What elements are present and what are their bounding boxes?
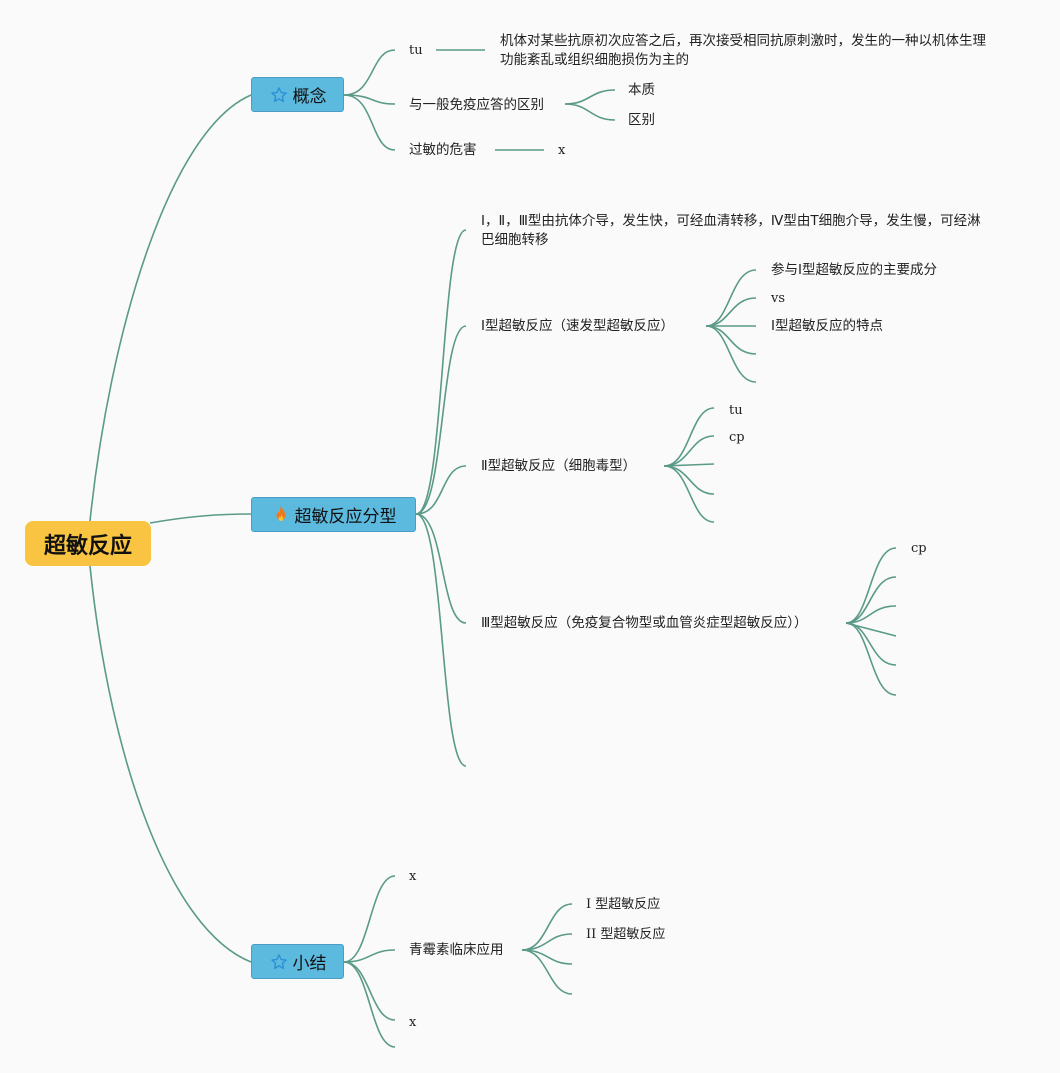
type1-label[interactable]: Ⅰ型超敏反应（速发型超敏反应）: [481, 318, 674, 334]
concept-difference[interactable]: 与一般免疫应答的区别: [409, 97, 544, 113]
summary-x1[interactable]: x: [409, 869, 417, 884]
type2-child-tu[interactable]: tu: [729, 403, 743, 418]
concept-definition[interactable]: 机体对某些抗原初次应答之后，再次接受相同抗原刺激时，发生的一种以机体生理功能紊乱…: [500, 33, 986, 68]
types-intro[interactable]: Ⅰ，Ⅱ，Ⅲ型由抗体介导，发生快，可经血清转移，Ⅳ型由T细胞介导，发生慢，可经淋巴…: [481, 213, 981, 248]
type2-child-cp[interactable]: cp: [729, 430, 745, 445]
penicillin-type2[interactable]: II 型超敏反应: [586, 927, 666, 942]
fire-icon: [271, 505, 291, 525]
diff-difference[interactable]: 区别: [628, 112, 655, 128]
harm-x[interactable]: x: [558, 143, 566, 158]
penicillin-type1[interactable]: I 型超敏反应: [586, 897, 661, 912]
type1-child-components[interactable]: 参与Ⅰ型超敏反应的主要成分: [771, 262, 937, 278]
type2-label[interactable]: Ⅱ型超敏反应（细胞毒型）: [481, 458, 637, 474]
topic-summary[interactable]: 小结: [251, 944, 344, 979]
root-label: 超敏反应: [43, 533, 132, 559]
summary-penicillin[interactable]: 青霉素临床应用: [409, 942, 504, 958]
star-icon: [269, 85, 289, 105]
topic-summary-label: 小结: [292, 954, 327, 974]
type1-child-vs[interactable]: vs: [771, 291, 786, 306]
summary-x2[interactable]: x: [409, 1015, 417, 1030]
topic-types[interactable]: 超敏反应分型: [251, 497, 416, 532]
topic-types-label: 超敏反应分型: [294, 507, 397, 527]
concept-tu[interactable]: tu: [409, 43, 423, 58]
concept-harm[interactable]: 过敏的危害: [409, 142, 477, 158]
root-topic[interactable]: 超敏反应: [25, 521, 151, 566]
topic-concept[interactable]: 概念: [251, 77, 344, 112]
type3-label[interactable]: Ⅲ型超敏反应（免疫复合物型或血管炎症型超敏反应））: [481, 615, 808, 631]
type3-child-cp[interactable]: cp: [911, 541, 927, 556]
diff-nature[interactable]: 本质: [628, 82, 655, 98]
star-icon: [269, 952, 289, 972]
type1-child-features[interactable]: Ⅰ型超敏反应的特点: [771, 318, 883, 334]
topic-concept-label: 概念: [292, 87, 327, 107]
